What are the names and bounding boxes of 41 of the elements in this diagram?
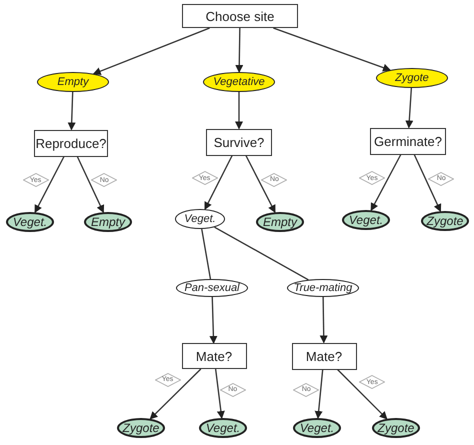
arrow: [92, 27, 210, 75]
state-ellipse: Pan-sexual: [176, 279, 248, 297]
connector-line: [214, 226, 309, 280]
outcome-ellipse: Empty: [256, 212, 304, 232]
arrow: [337, 369, 388, 420]
state-ellipse: Vegetative: [203, 72, 275, 92]
outcome-ellipse: Zygote: [421, 211, 469, 231]
process-box: Reproduce?: [34, 130, 108, 156]
outcome-ellipse: Veget.: [293, 418, 341, 438]
arrow: [204, 155, 233, 210]
arrow: [235, 92, 243, 130]
outcome-ellipse: Zygote: [117, 418, 165, 438]
process-box: Germinate?: [370, 128, 446, 154]
arrow: [273, 27, 391, 72]
state-ellipse: Zygote: [376, 68, 448, 88]
arrow: [405, 88, 414, 128]
arrow: [68, 92, 76, 130]
outcome-ellipse: Veget.: [342, 210, 390, 230]
arrow: [320, 296, 328, 344]
process-box: Choose site: [182, 4, 298, 28]
arrow: [370, 154, 402, 212]
outcome-ellipse: Veget.: [6, 212, 54, 232]
connector-line: [201, 228, 212, 280]
arrow: [245, 155, 276, 214]
arrow: [314, 369, 324, 419]
process-box: Mate?: [182, 343, 246, 369]
arrow: [209, 296, 218, 344]
state-ellipse: Veget.: [175, 209, 225, 229]
arrow: [34, 156, 65, 214]
arrow: [235, 28, 244, 73]
arrow: [214, 368, 225, 419]
arrow: [414, 154, 442, 212]
arrow: [76, 156, 104, 214]
state-ellipse: Empty: [37, 72, 109, 92]
outcome-ellipse: Zygote: [372, 418, 420, 438]
arrow: [150, 368, 202, 420]
state-ellipse: True-mating: [287, 279, 359, 297]
process-box: Survive?: [206, 128, 272, 156]
outcome-ellipse: Veget.: [199, 418, 247, 438]
process-box: Mate?: [292, 342, 356, 370]
outcome-ellipse: Empty: [84, 212, 132, 232]
